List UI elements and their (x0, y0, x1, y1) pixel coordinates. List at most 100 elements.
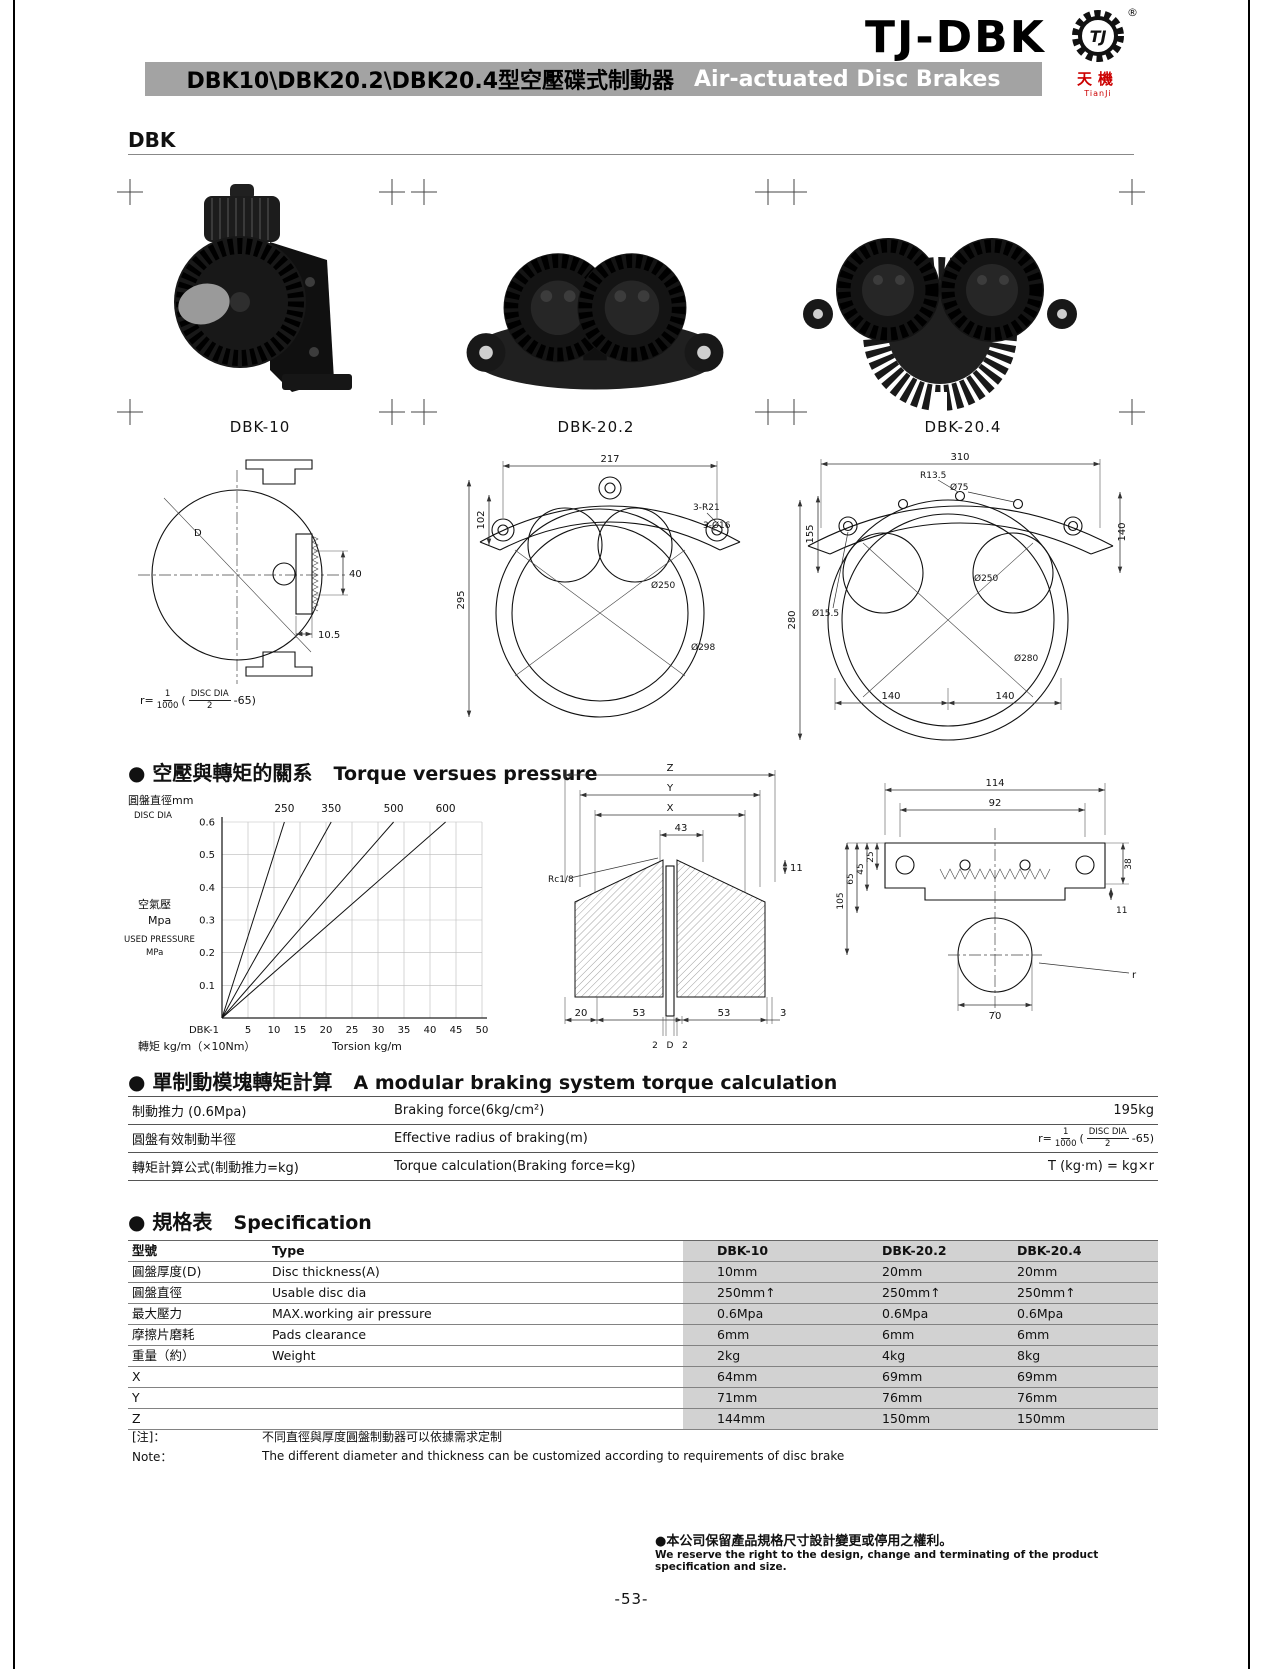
product-label: DBK-10 (229, 418, 291, 436)
header-model: DBK-20.4 (983, 1241, 1158, 1262)
svg-text:40: 40 (424, 1025, 437, 1036)
svg-text:35: 35 (398, 1025, 411, 1036)
drawing-dbk-20-4: 310 R13.5 Ø75 Ø250 Ø280 Ø15.5 280 155 14… (787, 452, 1128, 741)
title-chinese: DBK10\DBK20.2\DBK20.4型空壓碟式制動器 (186, 69, 675, 94)
torque-calculation-table: 制動推力 (0.6Mpa) Braking force(6kg/cm²) 195… (128, 1096, 1158, 1181)
heading-chinese: 空壓與轉矩的關系 (152, 761, 313, 785)
specification-table: 型號 Type DBK-10 DBK-20.2 DBK-20.4 圓盤厚度(D)… (128, 1240, 1158, 1430)
formula-fraction: DISC DIA 2 (188, 689, 231, 712)
spec-value: 2kg (683, 1346, 848, 1367)
dim-label: D (194, 528, 202, 539)
bullet-icon: ● (128, 1210, 146, 1234)
svg-text:DBK-1: DBK-1 (189, 1025, 219, 1036)
spec-label-zh: Y (128, 1388, 268, 1409)
dim-label: 155 (805, 524, 816, 543)
dim-label: 140 (1117, 522, 1128, 541)
spec-value: 8kg (983, 1346, 1158, 1367)
dim-label: 70 (989, 1011, 1002, 1022)
torque-pressure-chart: 圓盤直徑mm DISC DIA 空氣壓 Mpa USED PRESSURE MP… (124, 793, 489, 1053)
svg-text:600: 600 (436, 803, 456, 815)
table-notes: [注]： 不同直徑與厚度圓盤制動器可以依據需求定制 Note： The diff… (132, 1426, 1158, 1466)
spec-value: 76mm (848, 1388, 983, 1409)
dim-label: 105 (836, 892, 846, 909)
spec-label-en: Weight (268, 1346, 683, 1367)
footer-notice: ●本公司保留產品規格尺寸設計變更或停用之權利。 We reserve the r… (655, 1530, 1160, 1573)
heading-chinese: 單制動模塊轉矩計算 (152, 1070, 333, 1094)
dim-label: 3-Ø16 (703, 520, 731, 531)
header-zh: 型號 (128, 1241, 268, 1262)
dim-label: 65 (846, 873, 856, 884)
dim-label: 114 (985, 778, 1004, 789)
svg-text:15: 15 (294, 1025, 307, 1036)
page-number: -53- (614, 1590, 649, 1608)
table-row: 制動推力 (0.6Mpa) Braking force(6kg/cm²) 195… (128, 1096, 1158, 1124)
chart-ylabel-unit: Mpa (148, 914, 171, 927)
heading-english: A modular braking system torque calculat… (353, 1072, 838, 1094)
section-heading-torque: ● 空壓與轉矩的關系 Torque versues pressure (128, 757, 598, 786)
note-text-zh: 不同直徑與厚度圓盤制動器可以依據需求定制 (262, 1429, 503, 1444)
spec-label-en: Disc thickness(A) (268, 1262, 683, 1283)
svg-text:0.3: 0.3 (199, 916, 215, 927)
logo-chinese-name: 天機 (1076, 70, 1119, 88)
photo-dbk-10 (174, 184, 352, 392)
chart-ylabel-zh: 空氣壓 (138, 897, 171, 911)
spec-label-zh: 重量（約） (128, 1346, 268, 1367)
spec-value: 4kg (848, 1346, 983, 1367)
spec-label-en (268, 1388, 683, 1409)
dim-label: 280 (787, 610, 798, 629)
dim-label: 20 (575, 1008, 588, 1019)
header-model: DBK-20.2 (848, 1241, 983, 1262)
chart-legend-en: DISC DIA (134, 811, 172, 821)
formula-fraction: 1 1000 (156, 689, 179, 712)
formula-paren: ( (181, 694, 186, 708)
dim-label: Y (666, 783, 674, 794)
logo-romanized-name: TianJi (1084, 89, 1112, 98)
spec-label-zh: X (128, 1367, 268, 1388)
note-label-en: Note： (132, 1449, 173, 1464)
dim-label: 2 (652, 1041, 658, 1051)
dim-label: 45 (856, 863, 866, 874)
spec-label-en: MAX.working air pressure (268, 1304, 683, 1325)
spec-value: 20mm (983, 1262, 1158, 1283)
gear-logo-icon: TJ (1072, 10, 1124, 62)
registered-mark: ® (1127, 6, 1138, 19)
spec-value: 69mm (848, 1367, 983, 1388)
note-text-en: The different diameter and thickness can… (262, 1449, 845, 1463)
row-value: T (kg·m) = kg×r (1048, 1159, 1154, 1174)
notice-english: We reserve the right to the design, chan… (655, 1549, 1099, 1573)
svg-text:5: 5 (245, 1025, 251, 1036)
header-en: Type (268, 1241, 683, 1262)
company-logo: ® TJ 天機 TianJi (1052, 6, 1144, 98)
svg-text:50: 50 (476, 1025, 489, 1036)
photo-dbk-20-2 (466, 253, 724, 390)
heading-chinese: 規格表 (152, 1210, 213, 1234)
chart-xlabel-zh: 轉矩 kg/m（×10Nm） (138, 1040, 255, 1053)
dim-label: 40 (349, 569, 362, 580)
section-heading-calc: ● 單制動模塊轉矩計算 A modular braking system tor… (128, 1066, 837, 1095)
svg-text:20: 20 (320, 1025, 333, 1036)
notice-chinese: ●本公司保留產品規格尺寸設計變更或停用之權利。 (655, 1534, 953, 1549)
page-border-left (13, 0, 15, 1669)
dim-label: 140 (881, 691, 900, 702)
chart-ylabel-en: USED PRESSURE (124, 935, 195, 945)
svg-text:250: 250 (274, 803, 294, 815)
dim-label: Rc1/8 (548, 875, 574, 885)
dim-label: 43 (675, 823, 688, 834)
svg-text:10: 10 (268, 1025, 281, 1036)
dim-label: Ø75 (950, 482, 969, 493)
spec-label-en (268, 1367, 683, 1388)
bullet-icon: ● (128, 761, 146, 785)
section-heading-spec: ● 規格表 Specification (128, 1206, 372, 1235)
row-label-zh: 制動推力 (0.6Mpa) (132, 1105, 247, 1120)
spec-label-en: Pads clearance (268, 1325, 683, 1346)
spec-value: 6mm (848, 1325, 983, 1346)
dim-label: Ø15.5 (812, 608, 839, 619)
table-row: 圓盤有效制動半徑 Effective radius of braking(m) … (128, 1124, 1158, 1152)
svg-text:350: 350 (321, 803, 341, 815)
row-label-en: Braking force(6kg/cm²) (394, 1103, 545, 1118)
spec-label-zh: 圓盤厚度(D) (128, 1262, 268, 1283)
spec-value: 20mm (848, 1262, 983, 1283)
